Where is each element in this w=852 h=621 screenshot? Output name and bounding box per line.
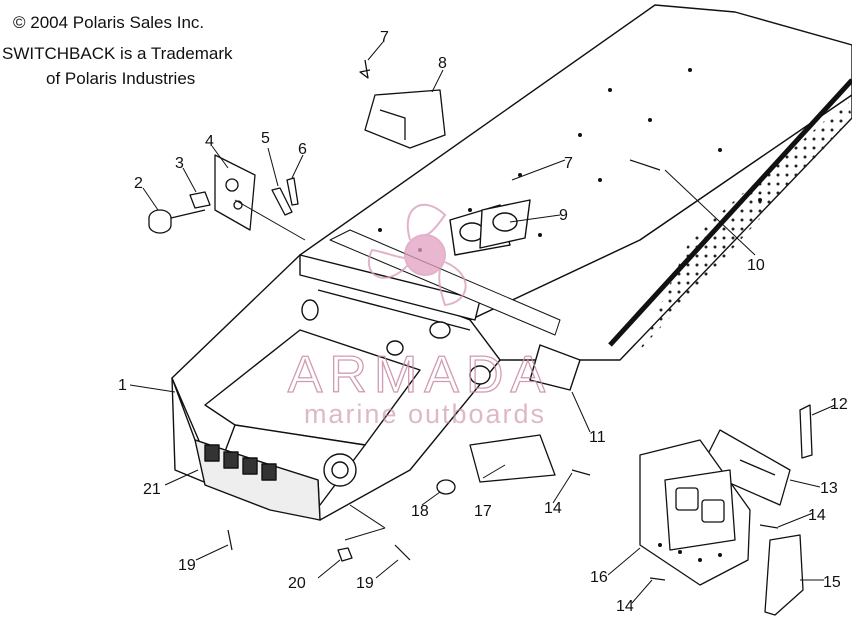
callout-numbers: 1 2 3 4 5 6 7 7 8 9 10 11 12 13 14 14 14…: [118, 29, 848, 615]
callout-16: 16: [590, 569, 608, 586]
callout-7-mid: 7: [564, 155, 573, 172]
owner-line: of Polaris Industries: [46, 69, 196, 88]
callout-9: 9: [559, 207, 568, 224]
watermark-brand: ARMADA: [288, 346, 552, 404]
loose-parts: [148, 59, 813, 616]
callout-17: 17: [474, 503, 492, 520]
callout-11: 11: [589, 429, 606, 446]
part-plug: [436, 479, 456, 495]
callout-12: 12: [830, 396, 848, 413]
callout-3: 3: [175, 155, 184, 172]
callout-21: 21: [143, 481, 161, 498]
callout-14-center: 14: [544, 500, 562, 517]
part-bracket: [214, 154, 256, 231]
part-nut: [189, 191, 211, 209]
watermark-tagline: marine outboards: [304, 399, 546, 429]
trademark-line: SWITCHBACK is a Trademark: [2, 44, 233, 63]
callout-5: 5: [261, 130, 270, 147]
leader-lines: [129, 41, 836, 604]
callout-7-top: 7: [380, 29, 389, 46]
callout-14-right: 14: [808, 507, 826, 524]
callout-2: 2: [134, 175, 143, 192]
part-side-plate: [764, 534, 804, 616]
callout-10: 10: [747, 257, 765, 274]
callout-8: 8: [438, 55, 447, 72]
callout-19-left: 19: [178, 557, 196, 574]
callout-14-bottom: 14: [616, 598, 634, 615]
armada-watermark: ARMADA marine outboards: [287, 203, 552, 429]
copyright-line: © 2004 Polaris Sales Inc.: [13, 13, 205, 32]
callout-20: 20: [288, 575, 306, 592]
callout-19-right: 19: [356, 575, 374, 592]
part-sheet: [469, 434, 556, 483]
callout-6: 6: [298, 141, 307, 158]
callout-13: 13: [820, 480, 838, 497]
callout-4: 4: [205, 133, 214, 150]
callout-1: 1: [118, 377, 127, 394]
callout-18: 18: [411, 503, 429, 520]
callout-15: 15: [823, 574, 841, 591]
propeller-logo-icon: [367, 203, 467, 307]
